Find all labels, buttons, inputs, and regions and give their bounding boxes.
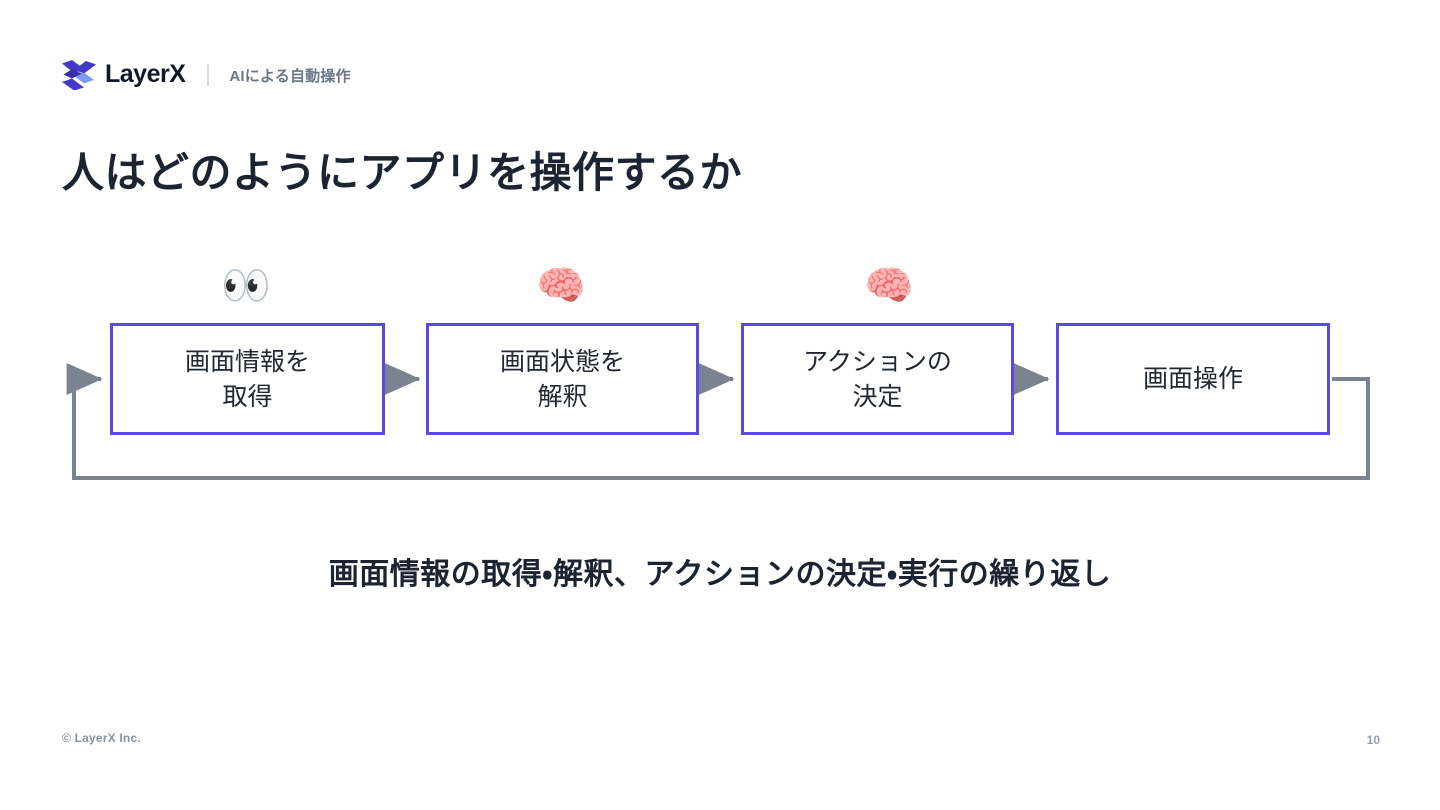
logo-wordmark: LayerX bbox=[105, 59, 186, 88]
flow-box-capture[interactable]: 画面情報を 取得 bbox=[110, 323, 385, 435]
summary-caption: 画面情報の取得・解釈、アクションの決定・実行の繰り返し bbox=[328, 558, 1112, 591]
eyes-icon: 👀 bbox=[221, 263, 271, 309]
slide-header: LayerX AIによる自動操作 bbox=[62, 58, 351, 92]
brain-icon-decide: 🧠 bbox=[864, 263, 914, 309]
flow-box-decide[interactable]: アクションの 決定 bbox=[741, 323, 1014, 435]
layerx-logo: LayerX bbox=[62, 59, 186, 90]
flow-box-operate[interactable]: 画面操作 bbox=[1056, 323, 1330, 435]
brain-icon-interpret: 🧠 bbox=[536, 263, 586, 309]
layerx-logo-mark-icon bbox=[62, 60, 96, 90]
header-divider bbox=[207, 64, 210, 86]
flow-box-interpret-label: 画面状態を 解釈 bbox=[499, 346, 625, 412]
footer-copyright: © LayerX Inc. bbox=[62, 731, 141, 745]
flow-box-decide-label: アクションの 決定 bbox=[803, 346, 952, 412]
flow-box-interpret[interactable]: 画面状態を 解釈 bbox=[426, 323, 699, 435]
footer-page-number: 10 bbox=[1366, 733, 1380, 747]
flow-box-capture-label: 画面情報を 取得 bbox=[184, 346, 310, 412]
flow-box-operate-label: 画面操作 bbox=[1142, 364, 1243, 394]
header-subtitle: AIによる自動操作 bbox=[229, 67, 351, 85]
page-title: 人はどのようにアプリを操作するか bbox=[62, 149, 743, 197]
